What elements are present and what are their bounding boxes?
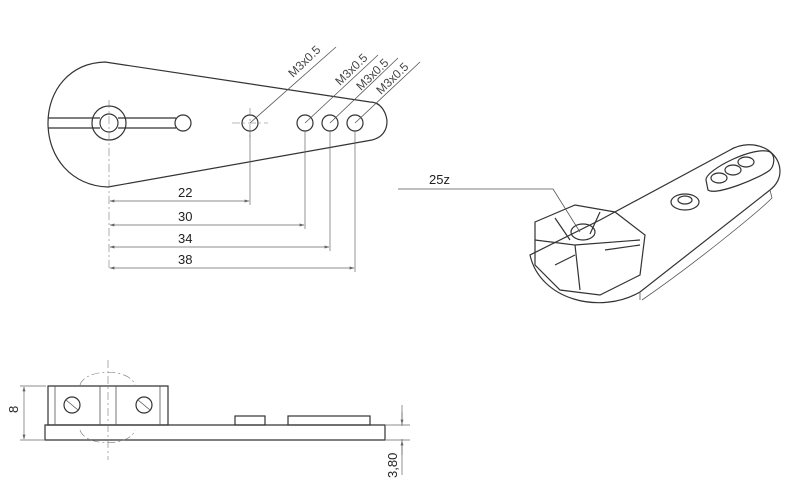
- dim-label-30: 30: [178, 209, 192, 224]
- leader-hole-2: [304, 54, 379, 124]
- dim-label-38: 38: [178, 252, 192, 267]
- callout-spline: 25z: [429, 172, 450, 187]
- iso-boss-hole: [677, 195, 693, 205]
- iso-hub: [534, 204, 646, 296]
- iso-boss: [670, 193, 700, 211]
- clamp-slot: [48, 117, 176, 129]
- side-screw-1: [63, 396, 81, 414]
- side-base-plate: [44, 424, 386, 441]
- arm-outline: [47, 61, 388, 188]
- leader-hole-4: [354, 61, 421, 124]
- dim-label-22: 22: [178, 185, 192, 200]
- side-boss-1: [234, 415, 266, 426]
- iso-hub-bore: [570, 223, 596, 241]
- iso-hub-cross: [534, 211, 641, 291]
- dim-label-height: 8: [6, 406, 21, 413]
- side-clamp-lines: [54, 386, 161, 425]
- iso-arm-hole-2: [724, 164, 742, 176]
- iso-arm-hole-1: [710, 172, 728, 184]
- side-boss-2: [287, 415, 371, 426]
- iso-arm-edge: [639, 189, 773, 301]
- slot-end-circle: [174, 114, 192, 132]
- iso-arm-plate: [529, 144, 781, 304]
- dim-label-thickness: 3,80: [385, 453, 400, 478]
- iso-arm-boss: [705, 150, 775, 192]
- side-view: 8 3,80: [6, 360, 410, 478]
- isometric-view: 25z: [398, 144, 781, 304]
- leader-hole-1: [249, 46, 337, 124]
- side-hidden-arc: [79, 372, 136, 443]
- side-screw-2: [135, 396, 153, 414]
- top-view: M3x0.5 M3x0.5 M3x0.5 M3x0.5 22 30 34 38: [47, 43, 421, 272]
- side-screw-detail: [65, 399, 151, 411]
- iso-arm-hole-3: [737, 156, 755, 168]
- side-clamp-body: [47, 385, 169, 426]
- dim-label-34: 34: [178, 231, 192, 246]
- leader-hole-3: [329, 57, 399, 124]
- leader-spline: [398, 188, 581, 233]
